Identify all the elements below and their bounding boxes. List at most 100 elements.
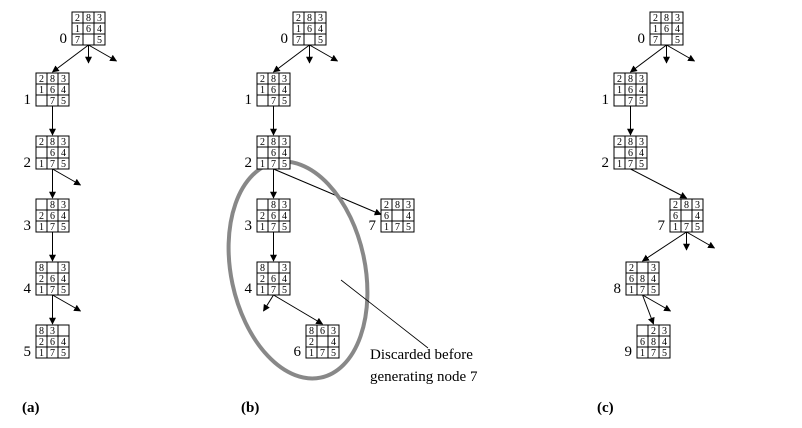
board-tile: 3 (282, 74, 287, 85)
unexpanded-child-arrow (686, 231, 716, 249)
board-cell (316, 335, 329, 348)
board-tile: 8 (39, 326, 44, 337)
board-tile: 2 (296, 13, 301, 24)
board-tile: 6 (50, 211, 55, 222)
board-cell (93, 33, 106, 46)
panel-label-b: (b) (241, 400, 259, 416)
board-tile: 7 (628, 96, 633, 107)
board-tile: 6 (86, 24, 91, 35)
board-tile: 3 (282, 200, 287, 211)
board-tile: 3 (675, 13, 680, 24)
board-tile: 1 (39, 85, 44, 96)
board-tile: 8 (651, 337, 656, 348)
board-tile: 6 (271, 148, 276, 159)
board-tile: 3 (97, 13, 102, 24)
board-tile: 1 (617, 85, 622, 96)
board-tile: 8 (271, 74, 276, 85)
board-tile: 2 (39, 274, 44, 285)
board-tile: 2 (651, 326, 656, 337)
board-tile: 2 (260, 137, 265, 148)
board-tile: 5 (406, 222, 411, 233)
board-tile: 2 (629, 263, 634, 274)
board-tile: 4 (675, 24, 680, 35)
board-tile: 7 (50, 159, 55, 170)
board-tile: 5 (61, 222, 66, 233)
board-cell (303, 33, 316, 46)
node-label: 0 (281, 31, 289, 47)
board-tile: 4 (282, 211, 287, 222)
board-tile: 5 (651, 285, 656, 296)
node-label: 9 (625, 344, 633, 360)
board-tile: 4 (97, 24, 102, 35)
board-tile: 1 (384, 222, 389, 233)
board-tile: 8 (640, 274, 645, 285)
board-tile: 1 (640, 348, 645, 359)
unexpanded-child-arrow (642, 294, 672, 312)
node-label: 4 (245, 281, 253, 297)
board-tile: 6 (628, 148, 633, 159)
node-label: 3 (24, 218, 32, 234)
discarded-note-line-2: generating node 7 (370, 369, 478, 385)
board-tile: 4 (331, 337, 336, 348)
board-tile: 3 (50, 326, 55, 337)
board-tile: 4 (282, 148, 287, 159)
board-tile: 5 (675, 35, 680, 46)
board-tile: 3 (331, 326, 336, 337)
node-label: 1 (602, 92, 610, 108)
board-tile: 3 (61, 74, 66, 85)
board-tile: 3 (61, 137, 66, 148)
board-tile: 4 (61, 85, 66, 96)
board-cell (647, 283, 660, 296)
board-tile: 7 (395, 222, 400, 233)
board-tile: 8 (39, 263, 44, 274)
panel-label-c: (c) (597, 400, 614, 416)
board-tile: 8 (307, 13, 312, 24)
board-cell (671, 33, 684, 46)
board-tile: 2 (260, 274, 265, 285)
board-tile: 5 (61, 348, 66, 359)
node-label: 7 (369, 218, 377, 234)
board-tile: 2 (75, 13, 80, 24)
board-tile: 2 (617, 74, 622, 85)
tree-edge-b0-b1 (272, 44, 310, 73)
board-tile: 1 (39, 285, 44, 296)
board-cell (57, 220, 70, 233)
board-tile: 6 (629, 274, 634, 285)
board-tile: 8 (50, 137, 55, 148)
board-tile: 1 (629, 285, 634, 296)
board-cell (402, 220, 415, 233)
board-cell (278, 94, 291, 107)
board-tile: 1 (75, 24, 80, 35)
board-tile: 6 (271, 85, 276, 96)
board-cell (391, 209, 404, 222)
board-cell (267, 261, 280, 274)
board-tile: 2 (653, 13, 658, 24)
board-tile: 7 (640, 285, 645, 296)
board-tile: 8 (309, 326, 314, 337)
board-tile: 2 (39, 74, 44, 85)
board-cell (278, 283, 291, 296)
board-tile: 7 (271, 159, 276, 170)
board-tile: 6 (50, 85, 55, 96)
board-tile: 3 (406, 200, 411, 211)
board-tile: 4 (695, 211, 700, 222)
board-tile: 6 (640, 337, 645, 348)
discarded-note-line-1: Discarded before (370, 347, 473, 363)
board-tile: 7 (50, 96, 55, 107)
board-tile: 7 (653, 35, 658, 46)
board-cell (57, 94, 70, 107)
board-tile: 4 (61, 274, 66, 285)
board-tile: 7 (271, 285, 276, 296)
board-tile: 3 (61, 200, 66, 211)
board-tile: 5 (639, 159, 644, 170)
board-tile: 2 (39, 211, 44, 222)
board-tile: 7 (684, 222, 689, 233)
